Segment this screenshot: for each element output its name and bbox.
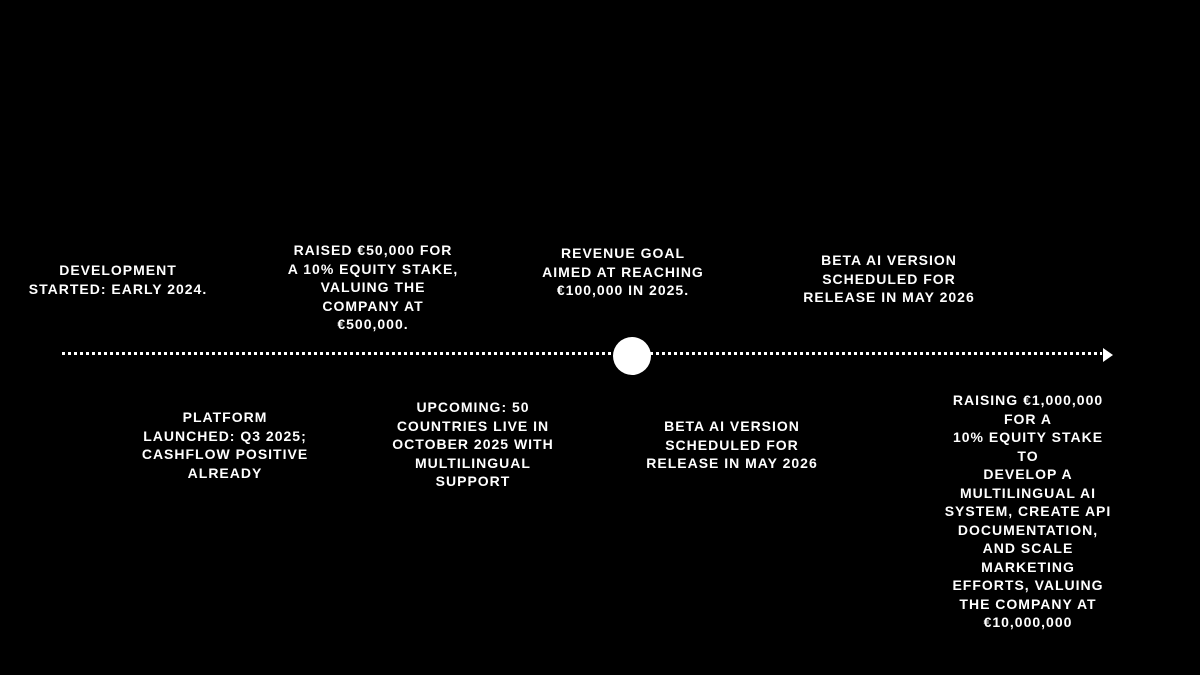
timeline-event-platform-launched: PLATFORM LAUNCHED: Q3 2025; CASHFLOW POS…: [141, 409, 309, 481]
timeline-event-beta-ai-bottom: BETA AI VERSION SCHEDULED FOR RELEASE IN…: [646, 418, 818, 471]
timeline-event-upcoming-countries: UPCOMING: 50 COUNTRIES LIVE IN OCTOBER 2…: [392, 399, 554, 489]
arrow-right-icon: [1103, 348, 1113, 362]
timeline-event-beta-ai-top: BETA AI VERSION SCHEDULED FOR RELEASE IN…: [803, 252, 975, 305]
timeline-event-development-started: DEVELOPMENT STARTED: EARLY 2024.: [28, 262, 208, 297]
timeline-event-raising-1000000: RAISING €1,000,000 FOR A 10% EQUITY STAK…: [944, 392, 1112, 630]
timeline-event-revenue-goal: REVENUE GOAL AIMED AT REACHING €100,000 …: [542, 245, 704, 298]
timeline-event-raised-50000: RAISED €50,000 FOR A 10% EQUITY STAKE, V…: [287, 242, 459, 332]
timeline-current-marker: [613, 337, 651, 375]
timeline-axis: [62, 352, 1102, 355]
